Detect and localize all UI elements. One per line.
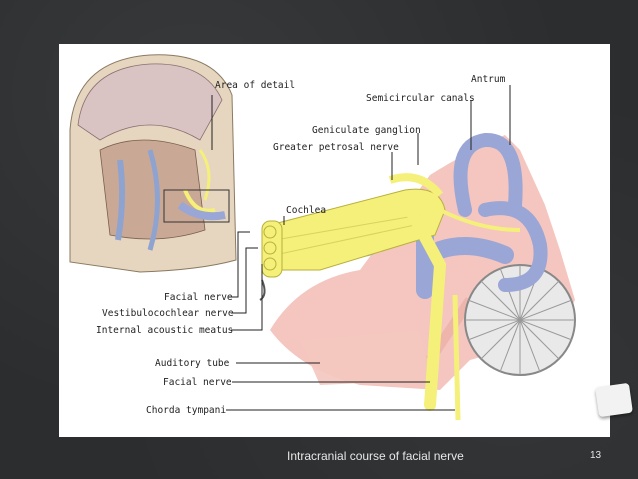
tympanic-membrane [464, 264, 576, 376]
label-internal-acoustic-meatus: Internal acoustic meatus [96, 325, 233, 336]
head-section-illustration [69, 54, 237, 273]
slide-caption: Intracranial course of facial nerve [287, 449, 464, 463]
chalk-piece [595, 382, 633, 418]
label-cochlea: Cochlea [286, 205, 326, 216]
label-antrum: Antrum [471, 74, 506, 85]
label-greater-petrosal-nerve: Greater petrosal nerve [273, 142, 399, 153]
label-facial-nerve-lower: Facial nerve [163, 377, 232, 388]
label-semicircular-canals: Semicircular canals [366, 93, 475, 104]
label-chorda-tympani: Chorda tympani [146, 405, 226, 416]
page-number: 13 [590, 450, 602, 461]
label-area-of-detail: Area of detail [215, 80, 295, 91]
label-geniculate-ganglion: Geniculate ganglion [312, 125, 421, 136]
label-vestibulocochlear-nerve: Vestibulocochlear nerve [102, 308, 234, 319]
label-auditory-tube: Auditory tube [155, 358, 230, 369]
labels: Area of detail Antrum Semicircular canal… [96, 74, 506, 416]
label-facial-nerve-upper: Facial nerve [164, 292, 233, 303]
nerves [259, 173, 521, 421]
leader-lines [211, 85, 511, 411]
